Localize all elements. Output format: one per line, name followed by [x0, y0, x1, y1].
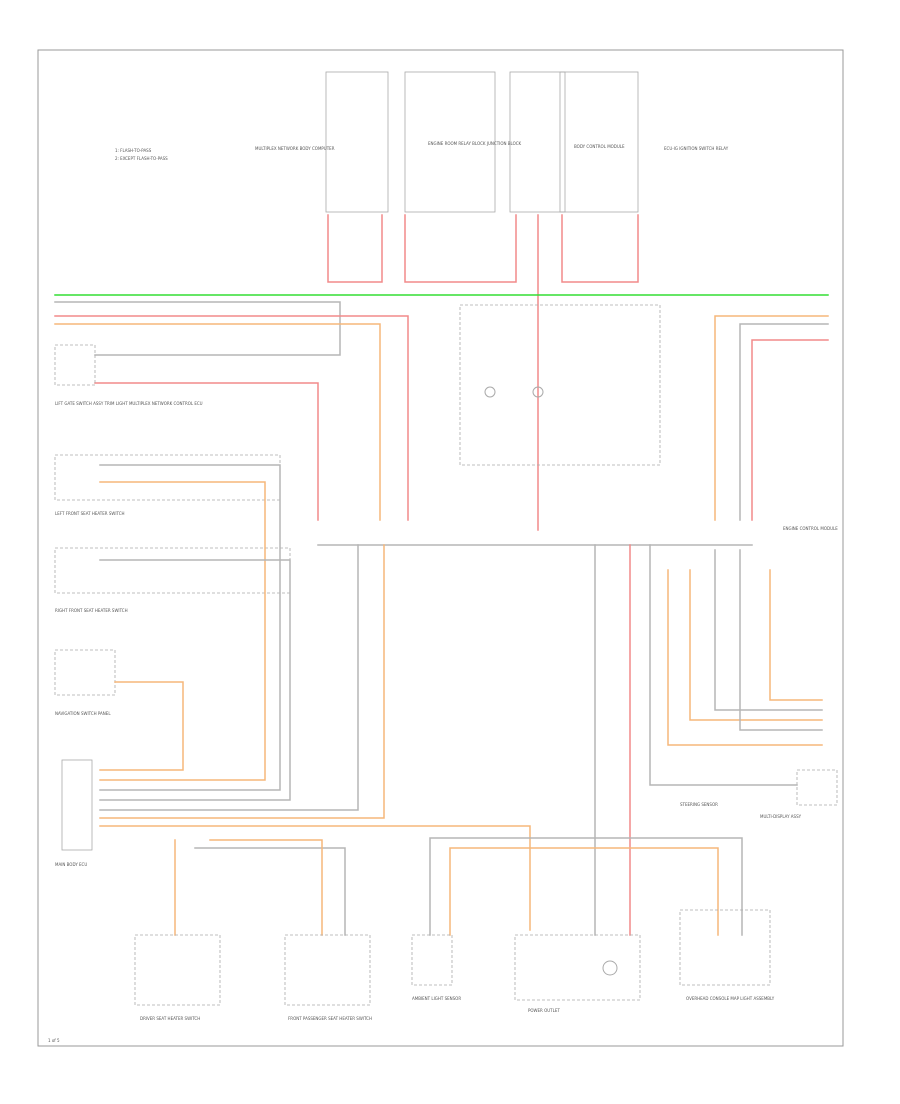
ambient-light-sensor-box: [411, 934, 453, 986]
top-component-group: MULTIPLEX NETWORK BODY COMPUTER ENGINE R…: [255, 71, 729, 213]
orange-wire-3: [54, 323, 381, 521]
orange-wire-engine: [769, 569, 823, 701]
grey-wire-right-2: [739, 323, 829, 521]
lift-gate-switch-label: LIFT GATE SWITCH ASSY TRIM LIGHT MULTIPL…: [55, 401, 203, 406]
power-outlet-box: [514, 934, 641, 1001]
seat-heater-wires: [99, 464, 531, 931]
bottom-component-label-5: OVERHEAD CONSOLE MAP LIGHT ASSEMBLY: [686, 996, 775, 1001]
orange-wire-bottom: [99, 825, 531, 931]
orange-wire-engine-4: [667, 569, 823, 746]
orange-wire-right-1: [714, 315, 829, 521]
orange-wire-nav: [99, 681, 184, 771]
bottom-wires: [174, 837, 743, 936]
top-box-3: [509, 71, 566, 213]
grey-wire-center-1: [99, 544, 359, 811]
grey-wire-1: [54, 301, 341, 356]
red-wire-loop-1: [327, 214, 383, 283]
bottom-component-label-2: FRONT PASSENGER SEAT HEATER SWITCH: [288, 1016, 372, 1021]
top-component-label-1: MULTIPLEX NETWORK BODY COMPUTER: [255, 146, 335, 151]
grey-wire-steering: [649, 544, 798, 786]
top-red-wires: [327, 214, 639, 531]
grey-wire-seat-left: [99, 464, 281, 791]
right-seat-heater-box: [54, 547, 291, 594]
grey-wire-passenger-seat: [194, 847, 346, 936]
central-module-box: [459, 304, 661, 466]
map-light-box: [679, 909, 771, 986]
passenger-seat-heater-box: [284, 934, 371, 1006]
top-box-1: [325, 71, 389, 213]
power-outlet-icon: [602, 960, 618, 976]
red-wire-loop-2: [404, 214, 517, 283]
red-wire-4: [94, 382, 319, 521]
orange-wire-passenger-seat: [209, 839, 323, 936]
legend-item-2: 2: EXCEPT FLASH-TO-PASS: [115, 156, 168, 161]
main-body-ecu-box: [61, 759, 93, 851]
grey-wire-seat-right: [99, 559, 291, 801]
top-component-label-2: ENGINE ROOM RELAY BLOCK JUNCTION BLOCK: [428, 141, 522, 146]
top-component-label-4: ECU-IG IGNITION SWITCH RELAY: [664, 146, 729, 151]
right-components: ENGINE CONTROL MODULE MULTI-DISPLAY ASSY…: [649, 526, 838, 819]
red-wire-loop-3: [561, 214, 639, 283]
orange-wire-bottom-loop: [449, 847, 719, 936]
signal-lines: [54, 301, 829, 521]
top-box-2: [404, 71, 496, 213]
center-vertical-wires: [594, 544, 631, 936]
fuse-icon: [484, 386, 496, 398]
red-wire-2: [54, 315, 409, 521]
multi-display-box: [796, 769, 838, 806]
red-wire-right-3: [751, 339, 829, 521]
left-seat-heater-box: [54, 454, 281, 501]
right-seat-heater-label: RIGHT FRONT SEAT HEATER SWITCH: [55, 608, 128, 613]
legend-item-1: 1: FLASH-TO-PASS: [115, 148, 152, 153]
navigation-switch-box: [54, 649, 116, 696]
orange-wire-seat-left: [99, 481, 266, 781]
footer-code: 1 of 5: [48, 1038, 60, 1043]
grey-wire-engine-3: [739, 549, 823, 731]
bottom-component-label-3: AMBIENT LIGHT SENSOR: [412, 996, 461, 1001]
grey-wire-bottom-loop: [429, 837, 743, 936]
orange-wire-engine-2: [689, 569, 823, 721]
left-seat-heater-label: LEFT FRONT SEAT HEATER SWITCH: [55, 511, 125, 516]
multi-display-label: MULTI-DISPLAY ASSY: [760, 814, 802, 819]
driver-seat-heater-box: [134, 934, 221, 1006]
steering-sensor-label: STEERING SENSOR: [680, 802, 718, 807]
bottom-component-label-4: POWER OUTLET: [528, 1008, 560, 1013]
diagram-border: [37, 49, 844, 1047]
lift-gate-switch-box: [54, 344, 96, 386]
grey-wire-engine-1: [714, 549, 823, 711]
legend: 1: FLASH-TO-PASS 2: EXCEPT FLASH-TO-PASS: [115, 148, 168, 161]
fuse-icon-2: [532, 386, 544, 398]
top-component-label-3: BODY CONTROL MODULE: [574, 144, 625, 149]
bottom-component-label-1: DRIVER SEAT HEATER SWITCH: [140, 1016, 200, 1021]
left-components: LIFT GATE SWITCH ASSY TRIM LIGHT MULTIPL…: [54, 344, 291, 867]
navigation-switch-label: NAVIGATION SWITCH PANEL: [55, 711, 111, 716]
engine-ecu-label: ENGINE CONTROL MODULE: [783, 526, 838, 531]
bottom-components: DRIVER SEAT HEATER SWITCH FRONT PASSENGE…: [134, 909, 775, 1021]
main-body-ecu-label: MAIN BODY ECU: [55, 862, 87, 867]
orange-wire-center-2: [99, 544, 385, 819]
top-box-4: [559, 71, 639, 213]
